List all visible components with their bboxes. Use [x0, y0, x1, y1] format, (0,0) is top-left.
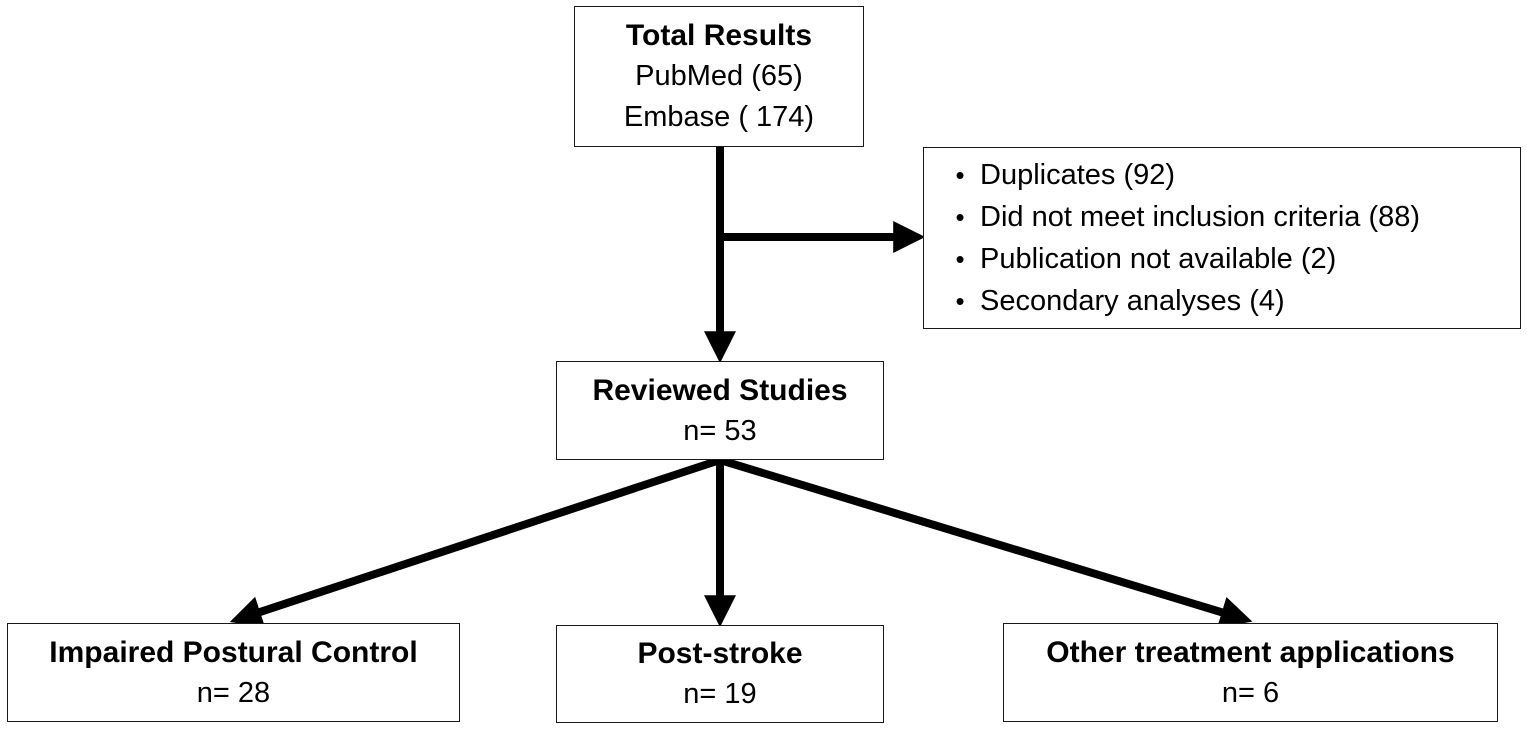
- post-stroke-title: Post-stroke: [637, 637, 803, 670]
- exclusion-item-secondary-analyses: • Secondary analyses (4): [934, 280, 1420, 322]
- exclusion-label: Did not meet inclusion criteria (88): [980, 201, 1421, 233]
- reviewed-studies-count: n= 53: [683, 414, 757, 447]
- total-results-title: Total Results: [625, 19, 813, 52]
- pubmed-count: PubMed (65): [635, 60, 803, 92]
- other-treatment-applications-title: Other treatment applications: [1046, 635, 1455, 669]
- exclusion-item-duplicates: • Duplicates (92): [934, 154, 1420, 196]
- bullet-icon: •: [955, 160, 965, 190]
- exclusion-item-inclusion-criteria: • Did not meet inclusion criteria (88): [934, 196, 1420, 238]
- post-stroke-count: n= 19: [683, 678, 757, 710]
- exclusion-list: • Duplicates (92) • Did not meet inclusi…: [934, 154, 1420, 322]
- impaired-postural-control-count: n= 28: [196, 676, 271, 709]
- arrow-reviewed-to-other-treatment: [718, 456, 1253, 628]
- exclusion-box: • Duplicates (92) • Did not meet inclusi…: [923, 147, 1521, 329]
- reviewed-studies-box: Reviewed Studies n= 53: [556, 361, 884, 460]
- post-stroke-box: Post-stroke n= 19: [556, 625, 884, 723]
- impaired-postural-control-box: Impaired Postural Control n= 28: [7, 623, 460, 722]
- exclusion-label: Secondary analyses (4): [980, 285, 1285, 317]
- exclusion-label: Publication not available (2): [980, 243, 1337, 275]
- other-treatment-applications-box: Other treatment applications n= 6: [1003, 623, 1498, 722]
- exclusion-label: Duplicates (92): [980, 159, 1176, 191]
- embase-count: Embase ( 174): [623, 101, 815, 133]
- other-treatment-applications-count: n= 6: [1221, 676, 1280, 709]
- bullet-icon: •: [955, 286, 965, 316]
- exclusion-item-not-available: • Publication not available (2): [934, 238, 1420, 280]
- bullet-icon: •: [955, 202, 965, 232]
- arrow-reviewed-to-impaired-postural-control: [229, 456, 722, 628]
- bullet-icon: •: [955, 244, 965, 274]
- impaired-postural-control-title: Impaired Postural Control: [49, 635, 418, 669]
- total-results-box: Total Results PubMed (65) Embase ( 174): [574, 6, 864, 147]
- reviewed-studies-title: Reviewed Studies: [592, 373, 848, 407]
